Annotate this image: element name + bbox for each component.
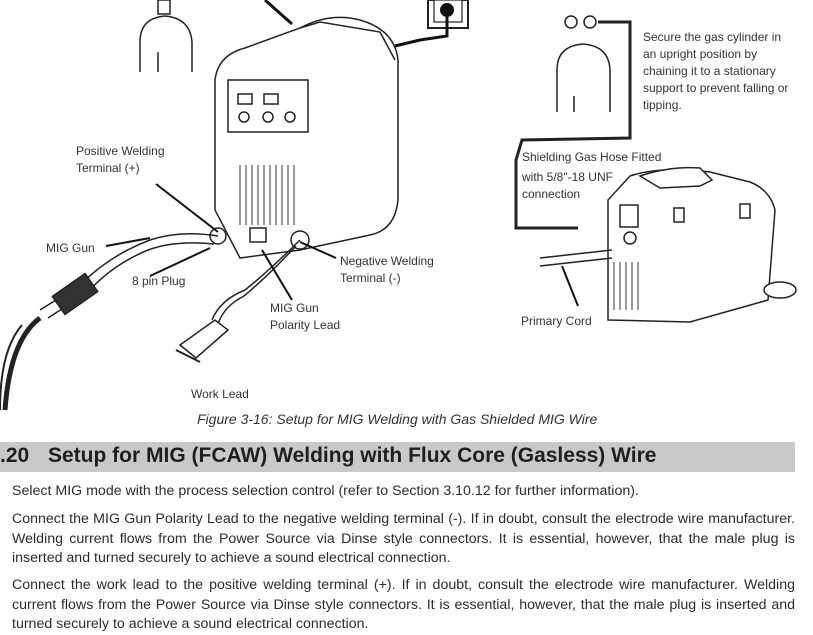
welding-setup-illustration [0, 0, 797, 410]
welder-main [209, 16, 399, 259]
label-positive-terminal: Positive Welding Terminal (+) [76, 144, 165, 175]
label-secure-cylinder: Secure the gas cylinder in an upright po… [643, 30, 789, 112]
section-heading-bar [0, 442, 795, 472]
wall-socket [394, 0, 469, 48]
label-mig-gun: MIG Gun [46, 241, 95, 255]
label-hose-line2: with 5/8"-18 UNF [522, 170, 613, 184]
label-polarity-lead: MIG Gun Polarity Lead [270, 301, 341, 332]
setup-figure: Positive Welding Terminal (+) MIG Gun 8 … [0, 0, 797, 410]
paragraph-select-mode: Select MIG mode with the process selecti… [12, 483, 639, 499]
mig-gun [0, 233, 219, 410]
label-hose-line1: Shielding Gas Hose Fitted [522, 150, 662, 164]
label-8-pin-plug: 8 pin Plug [132, 274, 186, 288]
gas-cylinder-right [514, 15, 632, 230]
leader-lines-left [105, 183, 337, 301]
gas-cylinder-left [139, 0, 193, 72]
section-title: Setup for MIG (FCAW) Welding with Flux C… [48, 444, 657, 467]
label-hose-line3: connection [522, 187, 581, 201]
work-lead-cable [175, 239, 301, 363]
welder-right [539, 166, 797, 323]
label-primary-cord: Primary Cord [521, 314, 592, 328]
figure-caption: Figure 3-16: Setup for MIG Welding with … [197, 411, 598, 427]
paragraph-polarity-lead: Connect the MIG Gun Polarity Lead to the… [12, 511, 795, 566]
label-work-lead: Work Lead [191, 387, 249, 401]
leader-primary-cord [561, 265, 579, 307]
paragraph-work-lead: Connect the work lead to the positive we… [12, 577, 795, 632]
label-negative-terminal: Negative Welding Terminal (-) [340, 254, 434, 285]
section-number: .20 [0, 444, 30, 467]
